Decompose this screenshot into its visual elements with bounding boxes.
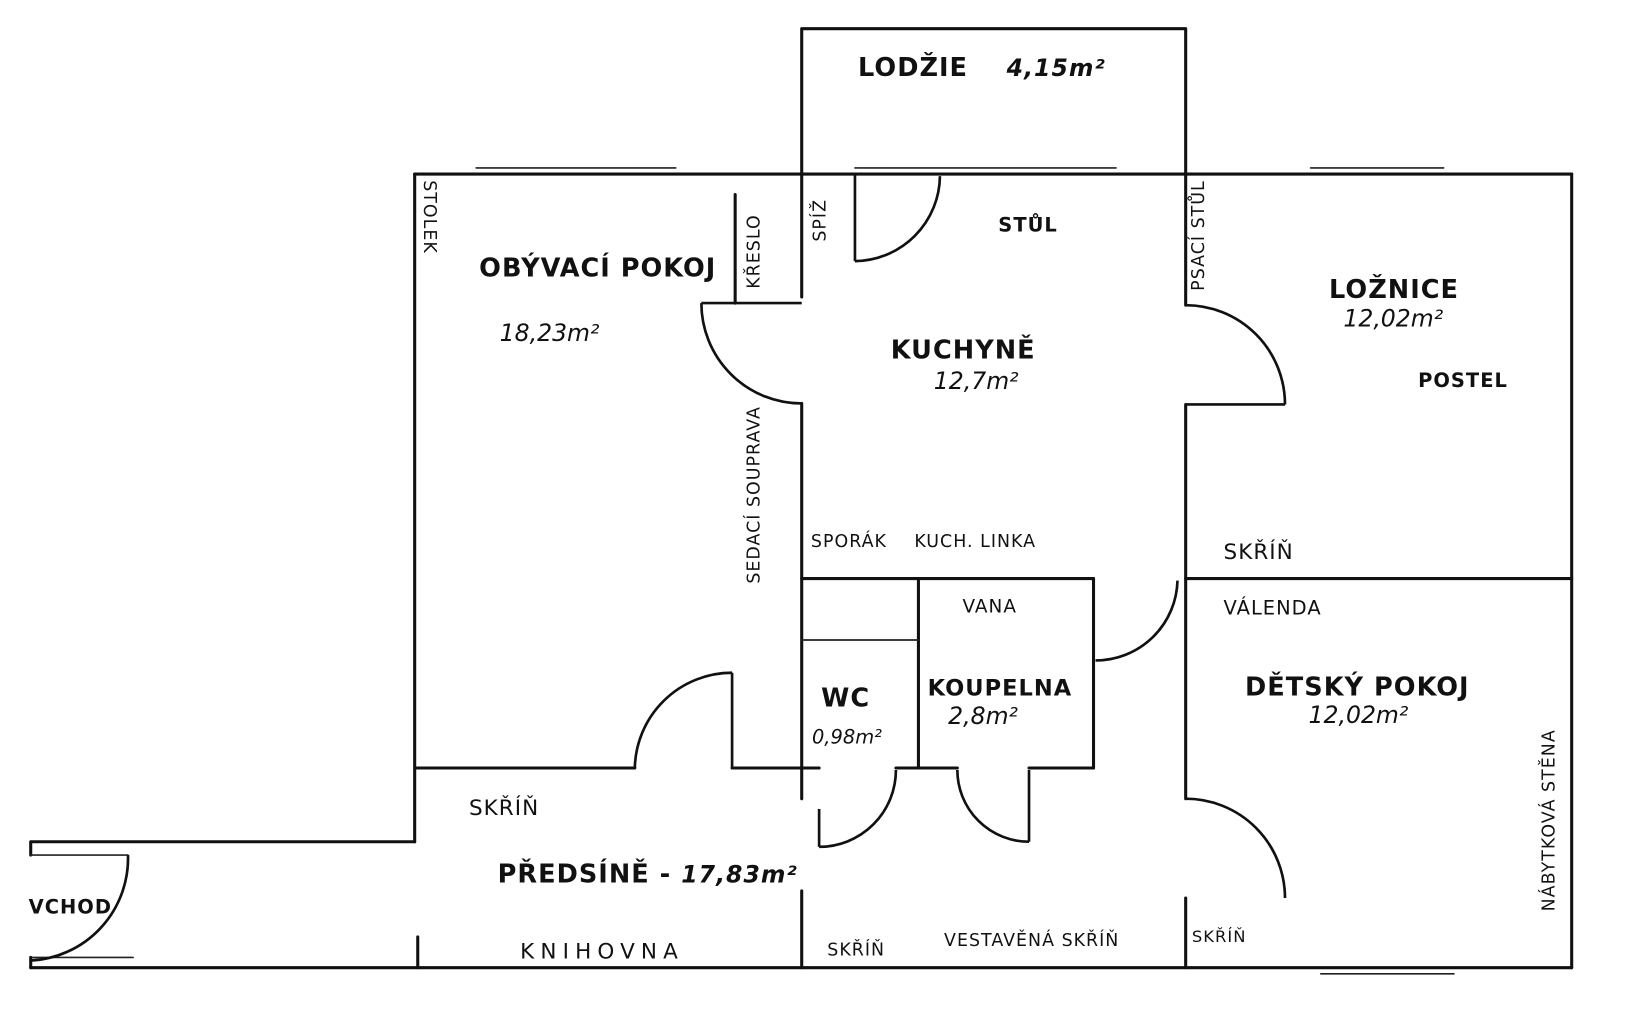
doors — [30, 174, 1287, 962]
pantry-door-swing — [854, 176, 942, 263]
armchair-label: KŘESLO — [743, 214, 765, 288]
loggia-label: LODŽIE 4,15m² — [858, 53, 1106, 83]
hall-wardrobe-2-label: SKŘÍŇ — [827, 938, 885, 960]
bedroom-wardrobe-label: SKŘÍŇ — [1224, 539, 1294, 565]
bath-door-swing — [956, 770, 1030, 844]
living-room-name: OBÝVACÍ POKOJ — [479, 252, 716, 283]
loggia-area: 4,15m² — [1006, 54, 1106, 82]
daybed-label: VÁLENDA — [1224, 596, 1322, 619]
entrance-door-swing — [30, 854, 130, 962]
loggia-name: LODŽIE — [858, 53, 968, 83]
kitchen-name: KUCHYNĚ — [891, 335, 1036, 365]
wc-area: 0,98m² — [812, 725, 882, 748]
kitchen-area: 12,7m² — [934, 367, 1019, 395]
kids-wardrobe-label: SKŘÍŇ — [1192, 927, 1247, 946]
bedroom-door-swing — [1185, 303, 1287, 405]
entrance-top-wall — [29, 840, 417, 857]
bed-label: POSTEL — [1418, 369, 1508, 392]
kids-room-area: 12,02m² — [1309, 701, 1409, 729]
hall-name: PŘEDSÍNĚ — [498, 860, 650, 890]
bedroom-name: LOŽNICE — [1329, 275, 1459, 305]
pantry-label: SPÍŽ — [808, 199, 830, 242]
stove-label: SPORÁK — [811, 530, 887, 552]
bathtub-label: VANA — [962, 596, 1017, 617]
sofa-label: SEDACÍ SOUPRAVA — [743, 406, 765, 584]
bathroom-name: KOUPELNA — [928, 675, 1073, 701]
bedroom-area: 12,02m² — [1343, 305, 1443, 333]
side-table-label: STOLEK — [419, 180, 439, 254]
bathroom-area: 2,8m² — [948, 702, 1018, 730]
kitchen-door-swing — [1095, 580, 1179, 662]
wc-door-swing — [819, 770, 898, 849]
kids-room-name: DĚTSKÝ POKOJ — [1245, 671, 1470, 702]
table-label: STŮL — [998, 212, 1058, 236]
bookcase-label: KNIHOVNA — [520, 939, 684, 964]
hall-wardrobe-label: SKŘÍŇ — [469, 795, 539, 821]
built-in-wardrobe-label: VESTAVĚNÁ SKŘÍŇ — [944, 929, 1119, 951]
walls — [29, 27, 1574, 970]
kitchen-unit-label: KUCH. LINKA — [914, 532, 1036, 552]
wall-unit-label: NÁBYTKOVÁ STĚNA — [1537, 729, 1559, 911]
entrance-label: VCHOD — [29, 895, 112, 918]
kids-room-door-swing — [1185, 797, 1287, 899]
hall-area: 17,83m² — [681, 861, 797, 889]
wc-name: WC — [821, 684, 870, 714]
living-kitchen-door-swing — [700, 303, 802, 405]
hall-separator: - — [660, 860, 682, 890]
hall-label: PŘEDSÍNĚ - 17,83m² — [498, 860, 798, 890]
loggia-walls — [800, 27, 1188, 176]
room-labels: LODŽIE 4,15m² OBÝVACÍ POKOJ 18,23m² KUCH… — [29, 53, 1470, 919]
living-hall-door-swing — [633, 671, 733, 769]
furniture-labels: STOLEK KŘESLO SPÍŽ STŮL PSACÍ STŮL POSTE… — [419, 180, 1559, 964]
living-room-area: 18,23m² — [500, 319, 600, 347]
desk-label: PSACÍ STŮL — [1187, 180, 1209, 291]
windows — [475, 167, 1455, 975]
